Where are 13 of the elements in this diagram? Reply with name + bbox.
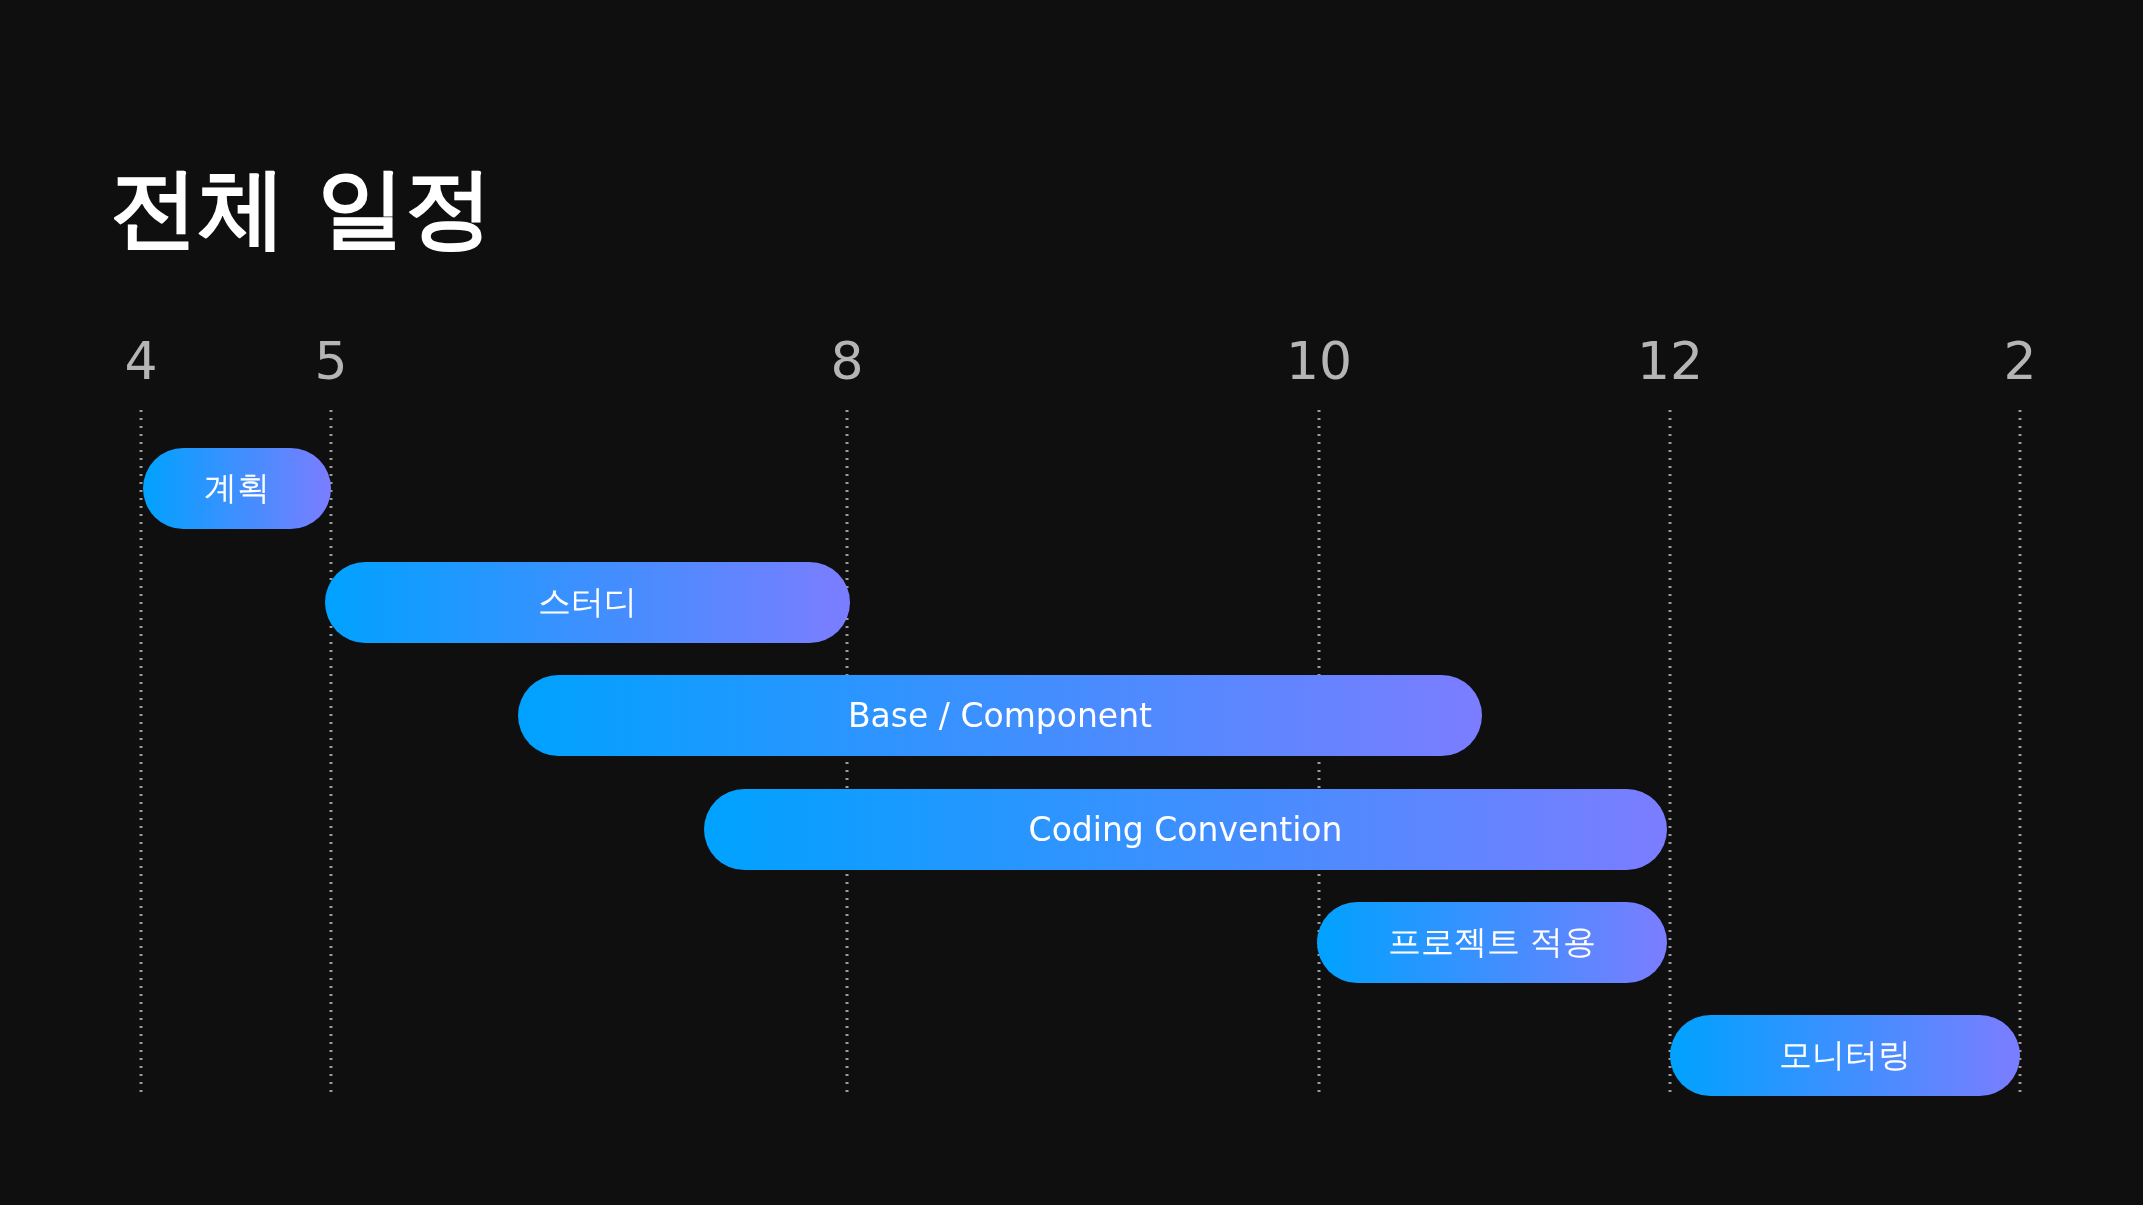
month-label: 2 (2003, 335, 2037, 387)
month-label: 10 (1285, 335, 1353, 387)
month-label: 12 (1636, 335, 1704, 387)
timeline-bar: 모니터링 (1670, 1015, 2020, 1096)
timeline-bar: 계획 (143, 448, 331, 529)
timeline-bar: Base / Component (518, 675, 1482, 756)
month-label: 8 (830, 335, 864, 387)
timeline-bar: 스터디 (325, 562, 850, 643)
month-label: 4 (124, 335, 158, 387)
month-label: 5 (314, 335, 348, 387)
timeline-bar: 프로젝트 적용 (1317, 902, 1667, 983)
timeline-bar: Coding Convention (704, 789, 1667, 870)
slide-title: 전체 일정 (110, 160, 493, 257)
